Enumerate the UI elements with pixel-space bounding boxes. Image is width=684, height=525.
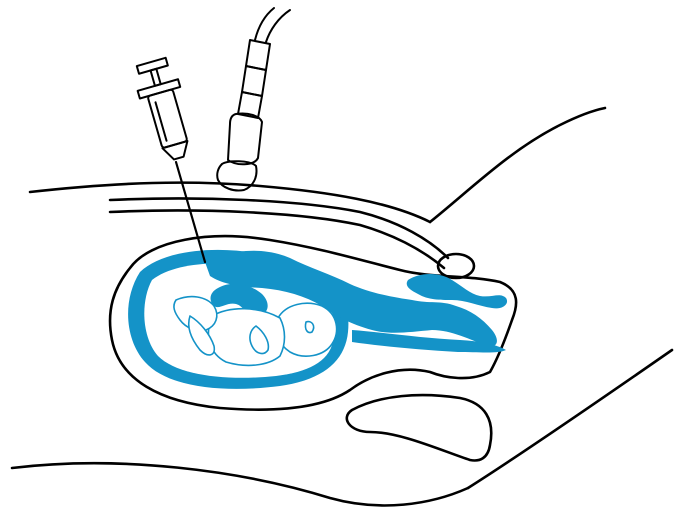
body-lower-contour: [12, 463, 468, 505]
upper-torso-contour: [430, 108, 605, 222]
amniocentesis-needle: [176, 162, 205, 262]
ultrasound-probe-icon: [217, 8, 290, 191]
abdominal-wall-outer: [110, 199, 448, 259]
pubic-contour: [347, 395, 491, 460]
back-contour: [468, 350, 672, 488]
syringe-icon: [131, 56, 199, 164]
